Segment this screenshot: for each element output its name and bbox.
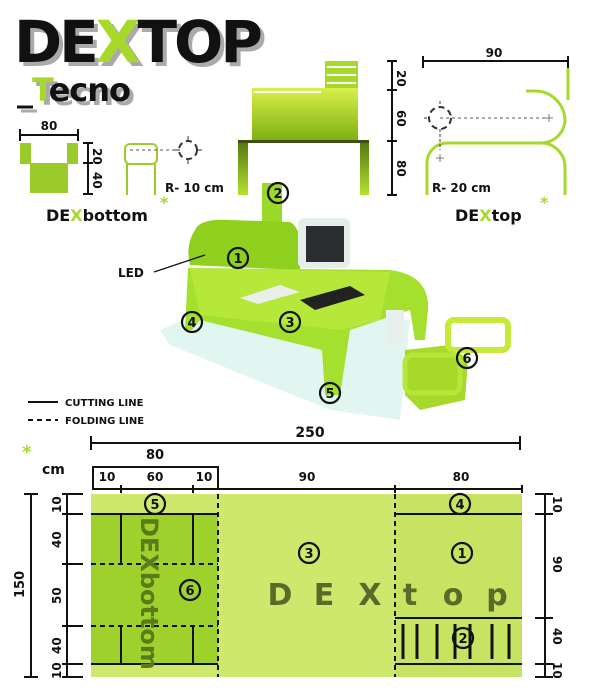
svg-text:10: 10 xyxy=(550,662,564,679)
svg-text:40: 40 xyxy=(50,637,64,654)
sheet-right-dimensions: 10 90 40 10 xyxy=(535,493,564,679)
svg-text:1: 1 xyxy=(457,547,466,562)
svg-text:p: p xyxy=(486,578,507,613)
led-label: LED xyxy=(118,266,144,280)
svg-text:E: E xyxy=(314,578,335,613)
part-number-1: 1 xyxy=(450,541,474,565)
svg-text:50: 50 xyxy=(50,587,64,604)
dextop-front-view: 20 60 80 xyxy=(238,60,408,196)
svg-text:3: 3 xyxy=(304,547,313,562)
svg-text:FOLDING LINE: FOLDING LINE xyxy=(65,416,144,427)
svg-text:3: 3 xyxy=(285,316,294,331)
dexbottom-sheet-label: DEXbottom xyxy=(135,517,163,670)
svg-text:60: 60 xyxy=(394,110,408,127)
desk-3d-render: LED 1 2 3 4 5 6 xyxy=(118,181,511,420)
svg-text:20: 20 xyxy=(394,70,408,87)
sheet-left-dimensions: 150 10 40 50 40 10 xyxy=(13,493,83,679)
svg-text:10: 10 xyxy=(99,470,116,484)
legend: CUTTING LINE FOLDING LINE * cm xyxy=(22,398,144,478)
svg-text:60: 60 xyxy=(147,470,164,484)
svg-text:10: 10 xyxy=(550,496,564,513)
asterisk-icon: * xyxy=(22,442,32,463)
svg-text:90: 90 xyxy=(550,556,564,573)
svg-text:5: 5 xyxy=(150,498,159,513)
part-number-2: 2 xyxy=(266,181,290,205)
part-number-3: 3 xyxy=(297,541,321,565)
asterisk-icon: * xyxy=(540,193,549,212)
svg-text:4: 4 xyxy=(455,498,464,513)
svg-text:250: 250 xyxy=(295,425,324,441)
dexbottom-front-view: 80 20 40 xyxy=(19,119,104,195)
svg-text:4: 4 xyxy=(187,316,196,331)
dexbottom-name: DEXbottom xyxy=(46,206,148,225)
part-number-3: 3 xyxy=(278,310,302,334)
svg-text:1: 1 xyxy=(233,252,242,267)
svg-text:2: 2 xyxy=(458,632,467,647)
svg-text:150: 150 xyxy=(13,571,28,598)
svg-text:t: t xyxy=(403,578,417,613)
svg-text:90: 90 xyxy=(299,470,316,484)
center-mark-icon xyxy=(436,114,553,162)
svg-text:80: 80 xyxy=(146,448,164,463)
svg-text:6: 6 xyxy=(185,584,194,599)
dextop-sheet-label: D E X t o p xyxy=(268,578,508,613)
part-number-6: 6 xyxy=(455,346,479,370)
part-number-2: 2 xyxy=(451,626,475,650)
part-number-4: 4 xyxy=(180,310,204,334)
svg-text:40: 40 xyxy=(90,172,104,189)
book-icon xyxy=(240,285,300,304)
svg-text:6: 6 xyxy=(462,352,471,367)
cutting-sheet: D E X t o p DEXbottom 5 4 3 1 6 2 xyxy=(91,492,522,677)
svg-text:80: 80 xyxy=(453,470,470,484)
svg-text:10: 10 xyxy=(196,470,213,484)
radius-crosshair-icon xyxy=(178,140,198,160)
svg-text:X: X xyxy=(358,578,381,613)
svg-text:40: 40 xyxy=(550,628,564,645)
part-number-4: 4 xyxy=(448,492,472,516)
svg-text:R- 10 cm: R- 10 cm xyxy=(165,181,224,195)
svg-text:o: o xyxy=(443,578,464,613)
dextop-name: DEXtop xyxy=(455,206,522,225)
svg-text:2: 2 xyxy=(273,187,282,202)
dexbottom-side-view: R- 10 cm DEXbottom * xyxy=(46,136,224,225)
svg-text:R- 20 cm: R- 20 cm xyxy=(432,181,491,195)
svg-text:cm: cm xyxy=(42,462,65,478)
svg-text:CUTTING LINE: CUTTING LINE xyxy=(65,398,144,409)
svg-text:90: 90 xyxy=(486,46,503,60)
part-number-6: 6 xyxy=(178,578,202,602)
asterisk-icon: * xyxy=(160,193,169,212)
sheet-top-dimensions: 250 80 10 60 10 90 80 xyxy=(90,425,523,493)
part-number-5: 5 xyxy=(143,492,167,516)
svg-text:40: 40 xyxy=(50,531,64,548)
title-logo: DEXTOP _Tecno xyxy=(14,8,264,109)
keyboard-icon xyxy=(300,286,365,310)
svg-text:D: D xyxy=(268,578,293,613)
svg-text:80: 80 xyxy=(394,160,408,177)
svg-text:10: 10 xyxy=(50,496,64,513)
svg-text:10: 10 xyxy=(50,662,64,679)
svg-text:5: 5 xyxy=(325,387,334,402)
svg-text:80: 80 xyxy=(41,119,58,133)
svg-text:20: 20 xyxy=(90,148,104,165)
part-number-1: 1 xyxy=(226,246,250,270)
dextop-profile-view: 90 R- 20 cm DEXtop * xyxy=(422,46,570,225)
title-text: DEXTOP xyxy=(14,8,261,76)
subtitle-text: _Tecno xyxy=(17,71,130,109)
part-number-5: 5 xyxy=(318,381,342,405)
